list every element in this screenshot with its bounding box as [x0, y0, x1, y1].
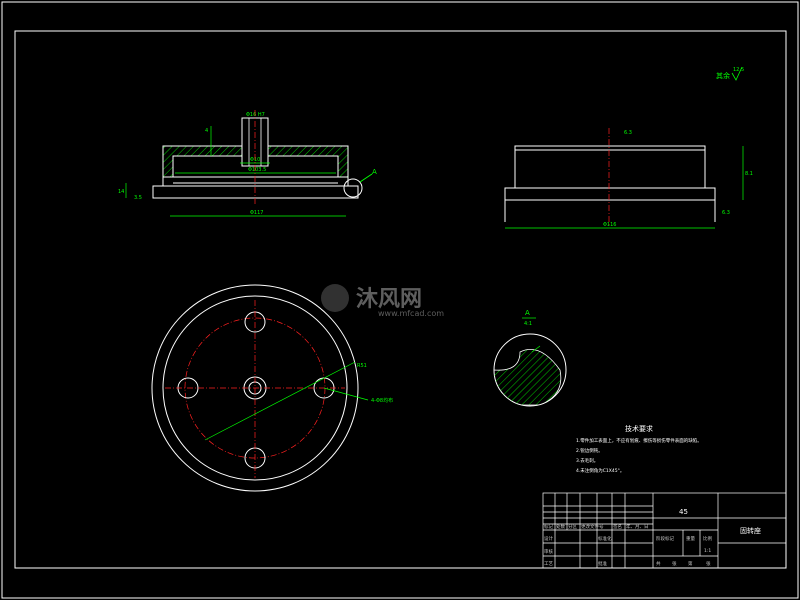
sheet-cell: 张 [672, 560, 677, 567]
sheet-cell: 张 [706, 560, 711, 567]
tech-item: 1.零件加工表面上，不应有划痕、擦伤等损伤零件表面的缺陷。 [576, 437, 702, 444]
header-cell: 年、月、日 [626, 523, 649, 530]
front-flange [152, 185, 359, 199]
dim-front-left2: 3.5 [134, 195, 142, 201]
front-detail-circle [343, 178, 363, 198]
watermark: 沐风网 www.mfcad.com [321, 284, 444, 318]
dim-front-right-h: 4 [205, 128, 208, 134]
roughness-corner-value: 12.5 [733, 67, 744, 73]
roughness-corner-label: 其余 [716, 71, 730, 80]
roughness-side-value: 6.3 [624, 130, 632, 136]
dim-plan-radius: R51 [357, 363, 367, 369]
tech-item: 2.锐边倒钝。 [576, 447, 603, 454]
dim-side-bottom: Φ116 [603, 222, 616, 228]
role-cell: 工艺 [544, 561, 553, 567]
side-flange [504, 187, 716, 201]
ratio-cell: 比例 [703, 535, 712, 542]
front-wall-hatch-right [267, 145, 349, 178]
sheet-inner-frame [14, 30, 787, 569]
header-cell: 签名 [613, 523, 622, 530]
hole-leader [323, 387, 369, 401]
roughness-symbol [731, 66, 743, 81]
header-cell: 标记 [544, 523, 553, 530]
tech-item: 4.未注倒角为C1X45°。 [576, 467, 624, 474]
detail-leader [531, 345, 541, 353]
sheet-cell: 第 [688, 560, 693, 567]
role-cell: 审核 [544, 548, 553, 555]
scale-value: 1:1 [704, 548, 711, 554]
header-cell: 处数 [556, 523, 565, 530]
dim-front-left: 14 [118, 189, 124, 195]
title-block [542, 492, 787, 569]
role-cell: 设计 [544, 535, 553, 542]
title-block-frame [542, 492, 787, 569]
radius-leader [204, 361, 356, 441]
header-cell: 更改文件号 [581, 523, 604, 530]
tech-title: 技术要求 [625, 424, 653, 433]
plan-inner-circle [162, 295, 348, 481]
watermark-brand: 沐风网 [356, 287, 422, 312]
header-cell: 分区 [568, 523, 577, 530]
side-view: Φ116 8.1 6.3 6.3 其余 12.5 [504, 66, 753, 229]
detail-scale: 4:1 [524, 321, 532, 327]
detail-hatch-region [494, 348, 562, 406]
plan-view: R51 4-Φ8均布 [151, 284, 393, 492]
tech-requirements: 技术要求 1.零件加工表面上，不应有划痕、擦伤等损伤零件表面的缺陷。 2.锐边倒… [576, 424, 702, 474]
dim-front-bottom: Φ117 [250, 210, 263, 216]
detail-label: A [525, 309, 530, 317]
sheet-cell: 共 [656, 560, 661, 567]
detail-view-a: A 4:1 [493, 309, 567, 407]
dim-side-right: 8.1 [745, 171, 753, 177]
dim-side-right2: 6.3 [722, 210, 730, 216]
watermark-url: www.mfcad.com [378, 309, 444, 318]
detail-callout-label: A [372, 168, 377, 176]
plan-outer-circle [151, 284, 359, 492]
watermark-logo-icon [321, 284, 349, 312]
dim-front-top: Φ16 H7 [246, 112, 265, 118]
dim-plan-holes: 4-Φ8均布 [371, 397, 393, 404]
material: 45 [679, 508, 688, 516]
part-name: 固转座 [740, 526, 761, 535]
approve-cell: 批准 [598, 560, 607, 567]
side-top-body [514, 145, 706, 189]
weight-cell: 重量 [686, 535, 695, 542]
dim-front-mid: Φ103.5 [248, 167, 266, 173]
tech-item: 3.去毛刺。 [576, 457, 598, 464]
std-cell: 标准化 [598, 535, 612, 542]
title-block-text: 45 固转座 标记 处数 分区 更改文件号 签名 年、月、日 设计 审核 工艺 … [544, 508, 761, 567]
front-wall-hatch-left [162, 145, 243, 178]
detail-leader [359, 173, 373, 183]
front-section-view: A Φ117 Φ103.5 Φ10 Φ16 H7 14 3.5 4 [118, 110, 377, 217]
stage-cell: 阶段标记 [656, 535, 674, 542]
